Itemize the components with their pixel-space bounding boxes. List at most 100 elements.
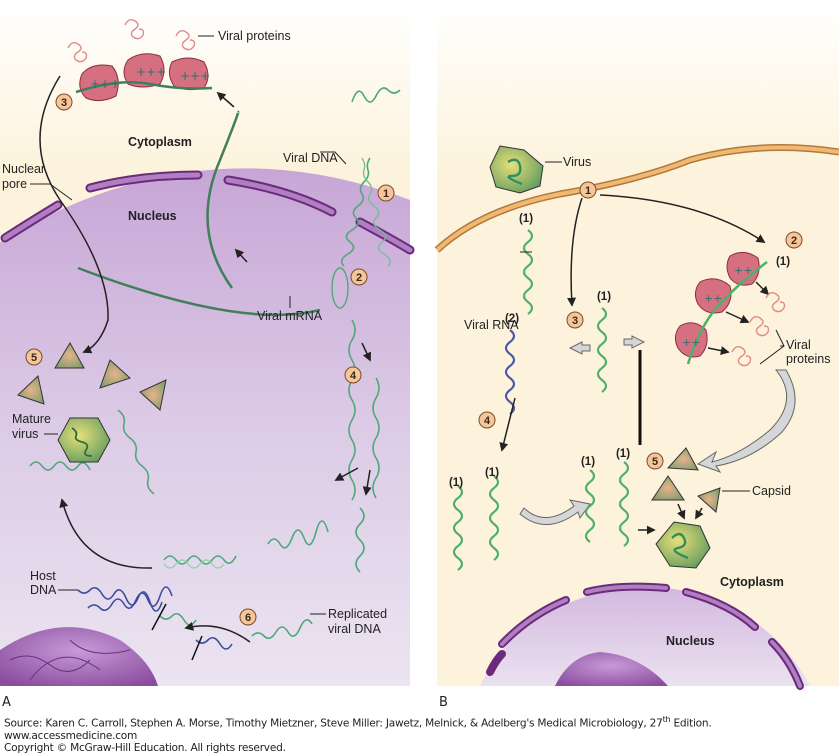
svg-text:5: 5 bbox=[652, 456, 658, 468]
svg-text:++: ++ bbox=[704, 292, 722, 305]
caption-copyright: Copyright © McGraw-Hill Education. All r… bbox=[4, 742, 286, 755]
label-viral-dna: Viral DNA bbox=[283, 151, 338, 165]
strand-tag: (1) bbox=[519, 213, 533, 225]
nucleus-area bbox=[0, 168, 410, 686]
figure-caption: Source: Karen C. Carroll, Stephen A. Mor… bbox=[4, 714, 712, 755]
mature-virus bbox=[57, 417, 111, 463]
step-badge-a-6: 6 bbox=[239, 608, 257, 626]
svg-text:++: ++ bbox=[682, 336, 700, 349]
mature-virus-b bbox=[655, 521, 711, 569]
svg-text:6: 6 bbox=[245, 612, 251, 624]
ribosomes-a: +++ +++ +++ bbox=[75, 53, 213, 102]
virus-b bbox=[489, 145, 544, 194]
viral-rna-plus-template bbox=[596, 307, 608, 393]
caption-source-suffix: Edition. bbox=[670, 717, 712, 730]
label-capsid: Capsid bbox=[752, 484, 791, 498]
strand-tag: (1) bbox=[616, 448, 630, 460]
arrow-dna-to-assembly bbox=[59, 498, 153, 569]
viral-dna-leader bbox=[320, 151, 347, 165]
svg-text:4: 4 bbox=[484, 415, 491, 427]
label-replicated-2: viral DNA bbox=[328, 622, 381, 636]
panel-letter-b: B bbox=[439, 695, 448, 710]
caption-source-text: Source: Karen C. Carroll, Stephen A. Mor… bbox=[4, 717, 663, 730]
panel-b: Virus (1) Viral RNA (2) (1) ++ ++ ++ (1) bbox=[434, 0, 839, 690]
arrow-to-ribosome bbox=[216, 91, 235, 108]
svg-text:2: 2 bbox=[356, 272, 362, 284]
arrow-replication bbox=[361, 342, 372, 362]
step-badges-a: 1 2 3 4 5 6 bbox=[25, 93, 395, 626]
exported-mrna-strand bbox=[206, 110, 240, 289]
capsids-b bbox=[651, 447, 721, 513]
caption-source: Source: Karen C. Carroll, Stephen A. Mor… bbox=[4, 714, 712, 730]
viral-dna-entering bbox=[340, 157, 371, 267]
arrow-proteins-to-nucleus bbox=[39, 75, 109, 354]
arrow-to-translation bbox=[599, 194, 766, 243]
viral-rna-minus bbox=[504, 329, 516, 415]
label-replicated-1: Replicated bbox=[328, 607, 387, 621]
svg-text:+++: +++ bbox=[90, 77, 120, 91]
replicated-viral-dna bbox=[251, 619, 313, 640]
svg-text:3: 3 bbox=[572, 315, 578, 327]
svg-text:1: 1 bbox=[585, 185, 591, 197]
nuclear-pore-leader bbox=[30, 183, 73, 201]
strand-tag: (1) bbox=[776, 256, 790, 268]
step-badge-a-3: 3 bbox=[55, 93, 73, 111]
host-dna bbox=[77, 586, 233, 661]
viral-mrna-strand bbox=[77, 266, 321, 317]
strand-tag: (1) bbox=[581, 456, 595, 468]
label-host-dna-2: DNA bbox=[30, 583, 57, 597]
step-badge-a-1: 1 bbox=[377, 184, 395, 202]
free-viral-dna bbox=[351, 87, 401, 103]
label-cytoplasm-b: Cytoplasm bbox=[720, 575, 784, 589]
svg-text:2: 2 bbox=[791, 235, 797, 247]
svg-text:+++: +++ bbox=[180, 69, 210, 83]
transcription-bubble bbox=[331, 267, 349, 309]
label-mature-virus-2: virus bbox=[12, 427, 38, 441]
caption-source-sup: th bbox=[662, 715, 671, 724]
capsids-a bbox=[17, 342, 167, 411]
label-nucleus-b: Nucleus bbox=[666, 634, 715, 648]
caption-website-link[interactable]: www.accessmedicine.com bbox=[4, 729, 138, 742]
label-nuclear-pore-2: pore bbox=[2, 177, 27, 191]
label-mature-virus-1: Mature bbox=[12, 412, 51, 426]
arrow-to-replication bbox=[567, 197, 583, 307]
panel-letter-a: A bbox=[2, 695, 11, 710]
label-cytoplasm-a: Cytoplasm bbox=[128, 135, 192, 149]
step-badge-b-1: 1 bbox=[579, 181, 597, 199]
step-badge-a-5: 5 bbox=[25, 348, 43, 366]
step-badge-a-4: 4 bbox=[344, 366, 362, 384]
step-badge-b-5: 5 bbox=[646, 452, 664, 470]
host-chromatin bbox=[0, 627, 158, 686]
block-arrow-right bbox=[623, 335, 646, 349]
packaging-plus-strand bbox=[618, 461, 630, 547]
svg-text:3: 3 bbox=[61, 97, 67, 109]
svg-text:4: 4 bbox=[350, 370, 357, 382]
label-nuclear-pore-1: Nuclear bbox=[2, 162, 45, 176]
replicating-dna bbox=[348, 319, 356, 501]
arrow-integration bbox=[184, 621, 251, 643]
label-virus: Virus bbox=[563, 155, 591, 169]
panel-a: +++ +++ +++ Viral proteins Cytoplasm Nuc… bbox=[0, 0, 415, 686]
viral-proteins-b bbox=[731, 291, 786, 367]
step-badge-a-2: 2 bbox=[350, 268, 368, 286]
label-viral-proteins-a: Viral proteins bbox=[218, 29, 291, 43]
step-badge-b-4: 4 bbox=[478, 411, 496, 429]
label-host-dna-1: Host bbox=[30, 569, 56, 583]
label-viral-rna: Viral RNA bbox=[464, 318, 519, 332]
svg-text:++: ++ bbox=[734, 264, 752, 277]
step-badge-b-3: 3 bbox=[566, 311, 584, 329]
new-plus-strand bbox=[452, 485, 464, 571]
strand-tag: (1) bbox=[449, 477, 463, 489]
arrow-proteins-to-capsids bbox=[696, 369, 796, 473]
label-viral-proteins-b-2: proteins bbox=[786, 352, 830, 366]
arrow-mrna-export bbox=[234, 248, 248, 263]
strand-tag: (1) bbox=[597, 291, 611, 303]
host-chromatin-b bbox=[555, 652, 668, 686]
label-viral-mrna: Viral mRNA bbox=[257, 309, 323, 323]
step-badge-b-2: 2 bbox=[785, 231, 803, 249]
arrow-strands-to-assembly bbox=[519, 499, 591, 525]
svg-text:5: 5 bbox=[31, 352, 37, 364]
svg-text:1: 1 bbox=[383, 188, 389, 200]
step-badges-b: 1 2 3 4 5 bbox=[478, 181, 803, 470]
